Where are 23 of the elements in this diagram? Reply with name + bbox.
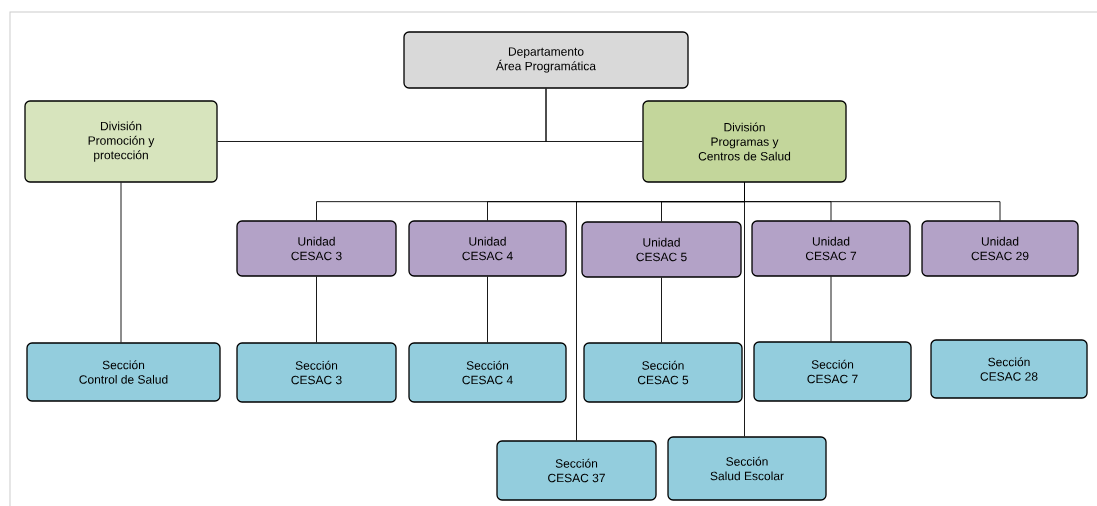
department-box: Departamento Área Programática (403, 31, 689, 89)
division-box: División Programas y Centros de Salud (642, 100, 847, 183)
connector-line (545, 88, 643, 142)
unit-box: Unidad CESAC 7 (751, 220, 911, 277)
section-box: Sección Salud Escolar (667, 436, 827, 501)
section-box: Sección CESAC 5 (583, 342, 743, 403)
section-box: Sección CESAC 28 (930, 339, 1088, 399)
section-box: Sección CESAC 4 (408, 342, 567, 403)
section-box: Sección CESAC 7 (753, 341, 912, 402)
connector-line (316, 276, 317, 343)
section-box: Sección Control de Salud (26, 342, 221, 402)
connector-line (830, 276, 832, 342)
connector-line (487, 276, 488, 343)
connector-line (661, 277, 662, 343)
connector-line (120, 182, 122, 343)
unit-box: Unidad CESAC 5 (581, 221, 742, 278)
connector-line (744, 182, 1001, 221)
section-box: Sección CESAC 37 (496, 440, 657, 501)
unit-box: Unidad CESAC 4 (408, 220, 567, 277)
section-box: Sección CESAC 3 (236, 342, 397, 403)
unit-box: Unidad CESAC 29 (921, 220, 1079, 277)
unit-box: Unidad CESAC 3 (236, 220, 397, 277)
division-box: División Promoción y protección (24, 100, 218, 183)
